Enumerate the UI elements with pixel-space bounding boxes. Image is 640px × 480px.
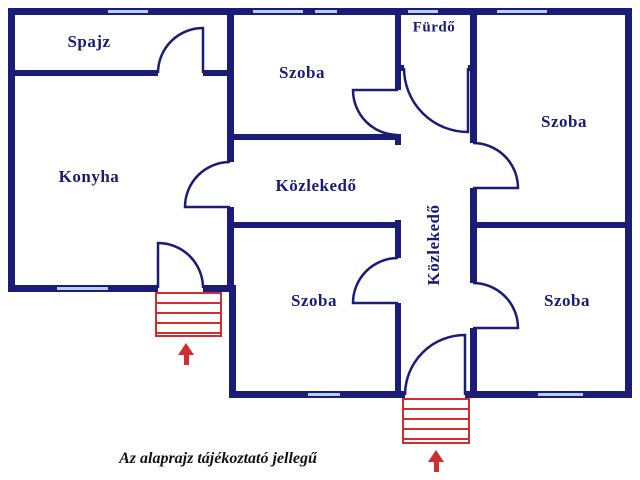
window-konyha	[57, 285, 108, 292]
wall-exterior-left	[8, 8, 15, 292]
wall-spajz-konyha-b	[203, 70, 234, 76]
wall-middle-corridor-c	[395, 220, 401, 258]
door-arc-szoba-bottom-right	[472, 281, 520, 330]
wall-szoba-kozlekedo-top	[227, 134, 401, 140]
wall-middle-corridor-d	[395, 303, 401, 391]
room-label-szoba-top-right: Szoba	[541, 112, 587, 131]
door-arc-konyha-kozlekedo	[183, 160, 231, 209]
wall-corridor-right-a	[470, 8, 477, 143]
door-arc-furdo	[402, 67, 470, 134]
wall-konyha-middle-b	[227, 207, 234, 285]
wall-corridor-right-c	[470, 328, 477, 391]
room-label-kozlekedo-corridor: Közlekedő	[424, 204, 443, 286]
room-label-szoba-top-middle: Szoba	[279, 63, 325, 82]
wall-konyha-middle-a	[227, 8, 234, 162]
window-szoba-top-right	[497, 8, 547, 15]
wall-exterior-bottom-left-b	[203, 285, 236, 292]
stairs-main-entrance	[402, 398, 470, 444]
room-label-konyha: Konyha	[58, 167, 120, 186]
window-szoba-bottom-right	[538, 391, 583, 398]
disclaimer-note: Az alaprajz tájékoztató jellegű	[119, 450, 317, 467]
door-arc-szoba-top-middle	[351, 88, 399, 137]
wall-corridor-right-b	[470, 188, 477, 283]
wall-exterior-right	[625, 8, 632, 398]
wall-right-rooms-divider	[470, 222, 632, 228]
room-label-furdo: Fürdő	[412, 19, 456, 36]
door-arc-konyha-entrance	[156, 241, 205, 289]
wall-middle-corridor-b	[395, 135, 401, 145]
wall-exterior-connector	[229, 285, 236, 398]
room-label-kozlekedo-middle: Közlekedő	[275, 176, 357, 195]
door-arc-szoba-bottom-middle	[351, 256, 399, 305]
window-szoba-bottom-middle	[308, 391, 340, 398]
arrow-head	[428, 450, 444, 462]
room-label-szoba-bottom-middle: Szoba	[291, 291, 337, 310]
window-spajz	[108, 8, 148, 15]
wall-furdo-bottom-b	[468, 65, 477, 71]
door-arc-spajz	[156, 26, 205, 74]
wall-spajz-konyha-a	[8, 70, 158, 76]
arrow-stem	[183, 355, 189, 365]
wall-kozlekedo-szoba-bottom	[227, 222, 401, 228]
arrow-stem	[433, 462, 439, 472]
arrow-head	[178, 343, 194, 355]
window-szoba-top-middle-b	[315, 8, 337, 15]
wall-furdo-bottom-a	[395, 65, 404, 71]
window-furdo	[408, 8, 438, 15]
entrance-arrow-icon	[427, 450, 445, 472]
window-szoba-top-middle-a	[253, 8, 303, 15]
door-arc-szoba-top-right	[472, 141, 520, 190]
stairs-konyha-entrance	[155, 292, 222, 337]
door-arc-main-entrance	[403, 333, 467, 396]
room-label-szoba-bottom-right: Szoba	[544, 291, 590, 310]
entrance-arrow-icon	[177, 343, 195, 365]
room-label-spajz: Spajz	[67, 32, 111, 51]
wall-middle-corridor-a	[395, 8, 401, 90]
